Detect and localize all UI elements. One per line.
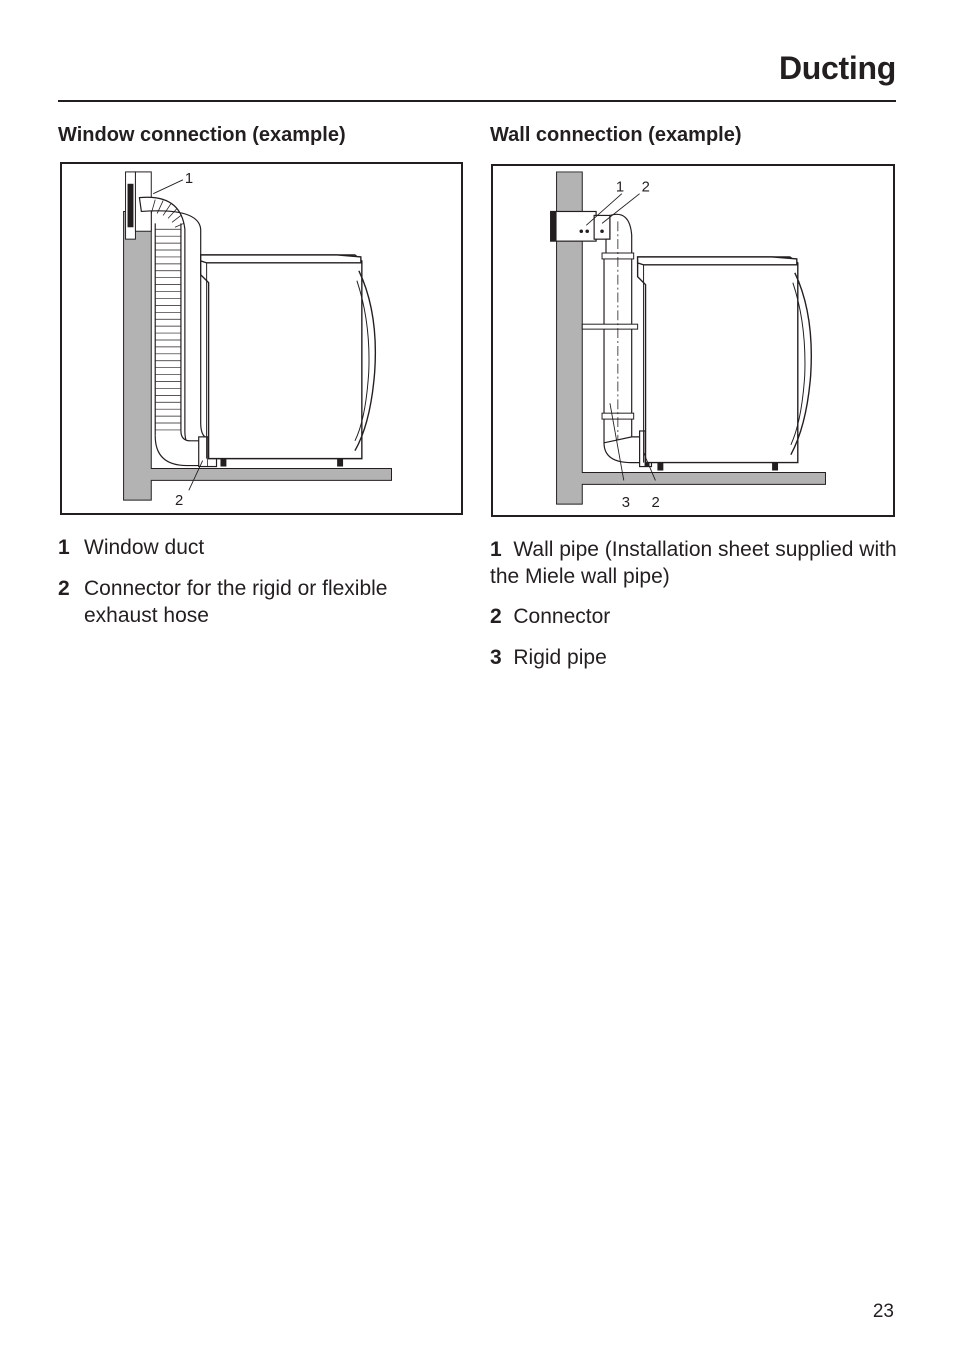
legend-item-wall-pipe: 1 Wall pipe (Installation sheet supplied…: [490, 536, 900, 590]
legend-number: 1: [490, 538, 502, 561]
wall-callout-1: 1: [616, 180, 624, 196]
window-callout-2: 2: [175, 493, 183, 509]
legend-text: Rigid pipe: [513, 646, 607, 669]
window-connection-legend: 1 Window duct 2 Connector for the rigid …: [58, 534, 438, 629]
wall-connection-heading: Wall connection (example): [490, 124, 742, 146]
legend-number: 3: [490, 646, 502, 669]
wall-connection-legend: 1 Wall pipe (Installation sheet supplied…: [490, 536, 900, 671]
legend-item-connector: 2 Connector: [490, 603, 900, 630]
wall-callout-3: 3: [622, 495, 630, 511]
page-number: 23: [872, 1301, 894, 1322]
legend-text: Connector for the rigid or flexible exha…: [84, 577, 388, 627]
legend-text: Connector: [513, 605, 611, 628]
window-connection-diagram: 1 2: [123, 171, 393, 509]
legend-item-rigid-pipe: 3 Rigid pipe: [490, 644, 900, 671]
legend-text: Window duct: [84, 536, 205, 559]
wall-callout-2-bottom: 2: [651, 495, 659, 511]
legend-item-window-duct: 1 Window duct: [58, 534, 438, 561]
wall-callout-2-top: 2: [642, 180, 650, 196]
page-title: Ducting: [779, 50, 896, 86]
legend-item-connector: 2 Connector for the rigid or flexible ex…: [58, 575, 438, 629]
legend-number: 2: [58, 577, 70, 600]
window-connection-figure: 1 2: [60, 162, 463, 515]
window-connection-heading: Window connection (example): [58, 124, 346, 146]
legend-number: 2: [490, 605, 502, 628]
wall-connection-figure: 1 2 3 2: [491, 164, 895, 517]
legend-number: 1: [58, 536, 70, 559]
legend-text: Wall pipe (Installation sheet supplied w…: [490, 538, 897, 588]
title-divider: [58, 100, 896, 102]
window-callout-1: 1: [185, 171, 193, 187]
wall-connection-diagram: 1 2 3 2: [550, 171, 826, 511]
